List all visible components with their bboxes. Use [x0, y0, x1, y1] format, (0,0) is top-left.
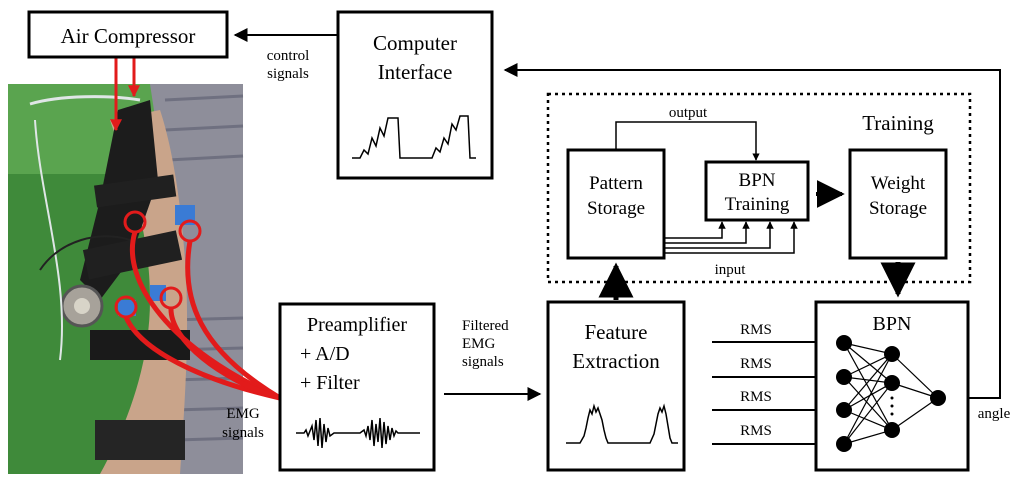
air-compressor-block: Air Compressor [27, 10, 229, 59]
output-arrow [615, 121, 760, 161]
preamp-label-3: + Filter [300, 372, 360, 394]
raw-emg-waveform [296, 417, 420, 449]
preamp-label-2: + A/D [300, 343, 350, 365]
weight-storage-label-2: Storage [869, 198, 927, 219]
hidden-node-1 [884, 346, 900, 362]
feature-label-1: Feature [585, 320, 648, 344]
input-node-1 [836, 335, 852, 351]
control-signals-label-2: signals [267, 66, 309, 82]
computer-interface-label-1: Computer [373, 31, 457, 55]
output-node [930, 390, 946, 406]
weight-storage-block: Weight Storage [848, 148, 948, 260]
bpn-label: BPN [873, 313, 912, 335]
training-region [546, 92, 972, 284]
bpn-training-block: BPN Training [704, 160, 810, 222]
feature-extraction-block: Feature Extraction [546, 300, 686, 472]
computer-signal-waveform [352, 115, 476, 159]
input-node-2 [836, 369, 852, 385]
feature-waveform [566, 403, 678, 444]
air-compressor-label: Air Compressor [61, 24, 196, 48]
rms-label-1: RMS [740, 322, 772, 338]
rms-label-4: RMS [740, 423, 772, 439]
weight-storage-label-1: Weight [871, 173, 926, 194]
computer-interface-block: Computer Interface [336, 10, 494, 180]
input-label: input [715, 262, 747, 278]
pattern-storage-label-2: Storage [587, 198, 645, 219]
emg-signals-label-2: signals [222, 425, 264, 441]
angle-label: angle [978, 406, 1011, 422]
filtered-label-1: Filtered [462, 318, 509, 334]
hidden-node-3 [884, 422, 900, 438]
input-node-3 [836, 402, 852, 418]
feature-label-2: Extraction [572, 349, 660, 373]
computer-interface-label-2: Interface [378, 60, 453, 84]
control-signals-label-1: control [267, 48, 310, 64]
pattern-storage-block: Pattern Storage [566, 148, 666, 260]
filtered-label-3: signals [462, 354, 504, 370]
rms-label-2: RMS [740, 356, 772, 372]
filtered-label-2: EMG [462, 336, 496, 352]
emg-electrode-wires [114, 210, 282, 401]
bpn-training-label-1: BPN [739, 170, 776, 191]
pattern-storage-label-1: Pattern [589, 173, 643, 194]
rms-label-3: RMS [740, 389, 772, 405]
hidden-ellipsis-dots [890, 396, 894, 416]
training-label: Training [862, 111, 934, 135]
arm-photo [8, 84, 244, 474]
preamplifier-block: Preamplifier + A/D + Filter [278, 302, 436, 472]
preamp-label-1: Preamplifier [307, 314, 407, 336]
input-node-4 [836, 436, 852, 452]
output-label: output [669, 105, 708, 121]
bpn-training-label-2: Training [725, 194, 790, 215]
bpn-connections [843, 342, 939, 445]
hidden-node-2 [884, 375, 900, 391]
input-arrows [664, 221, 798, 254]
emg-signals-label-1: EMG [226, 406, 260, 422]
angle-feedback-arrow [503, 63, 1001, 399]
bpn-block: BPN [814, 300, 970, 472]
